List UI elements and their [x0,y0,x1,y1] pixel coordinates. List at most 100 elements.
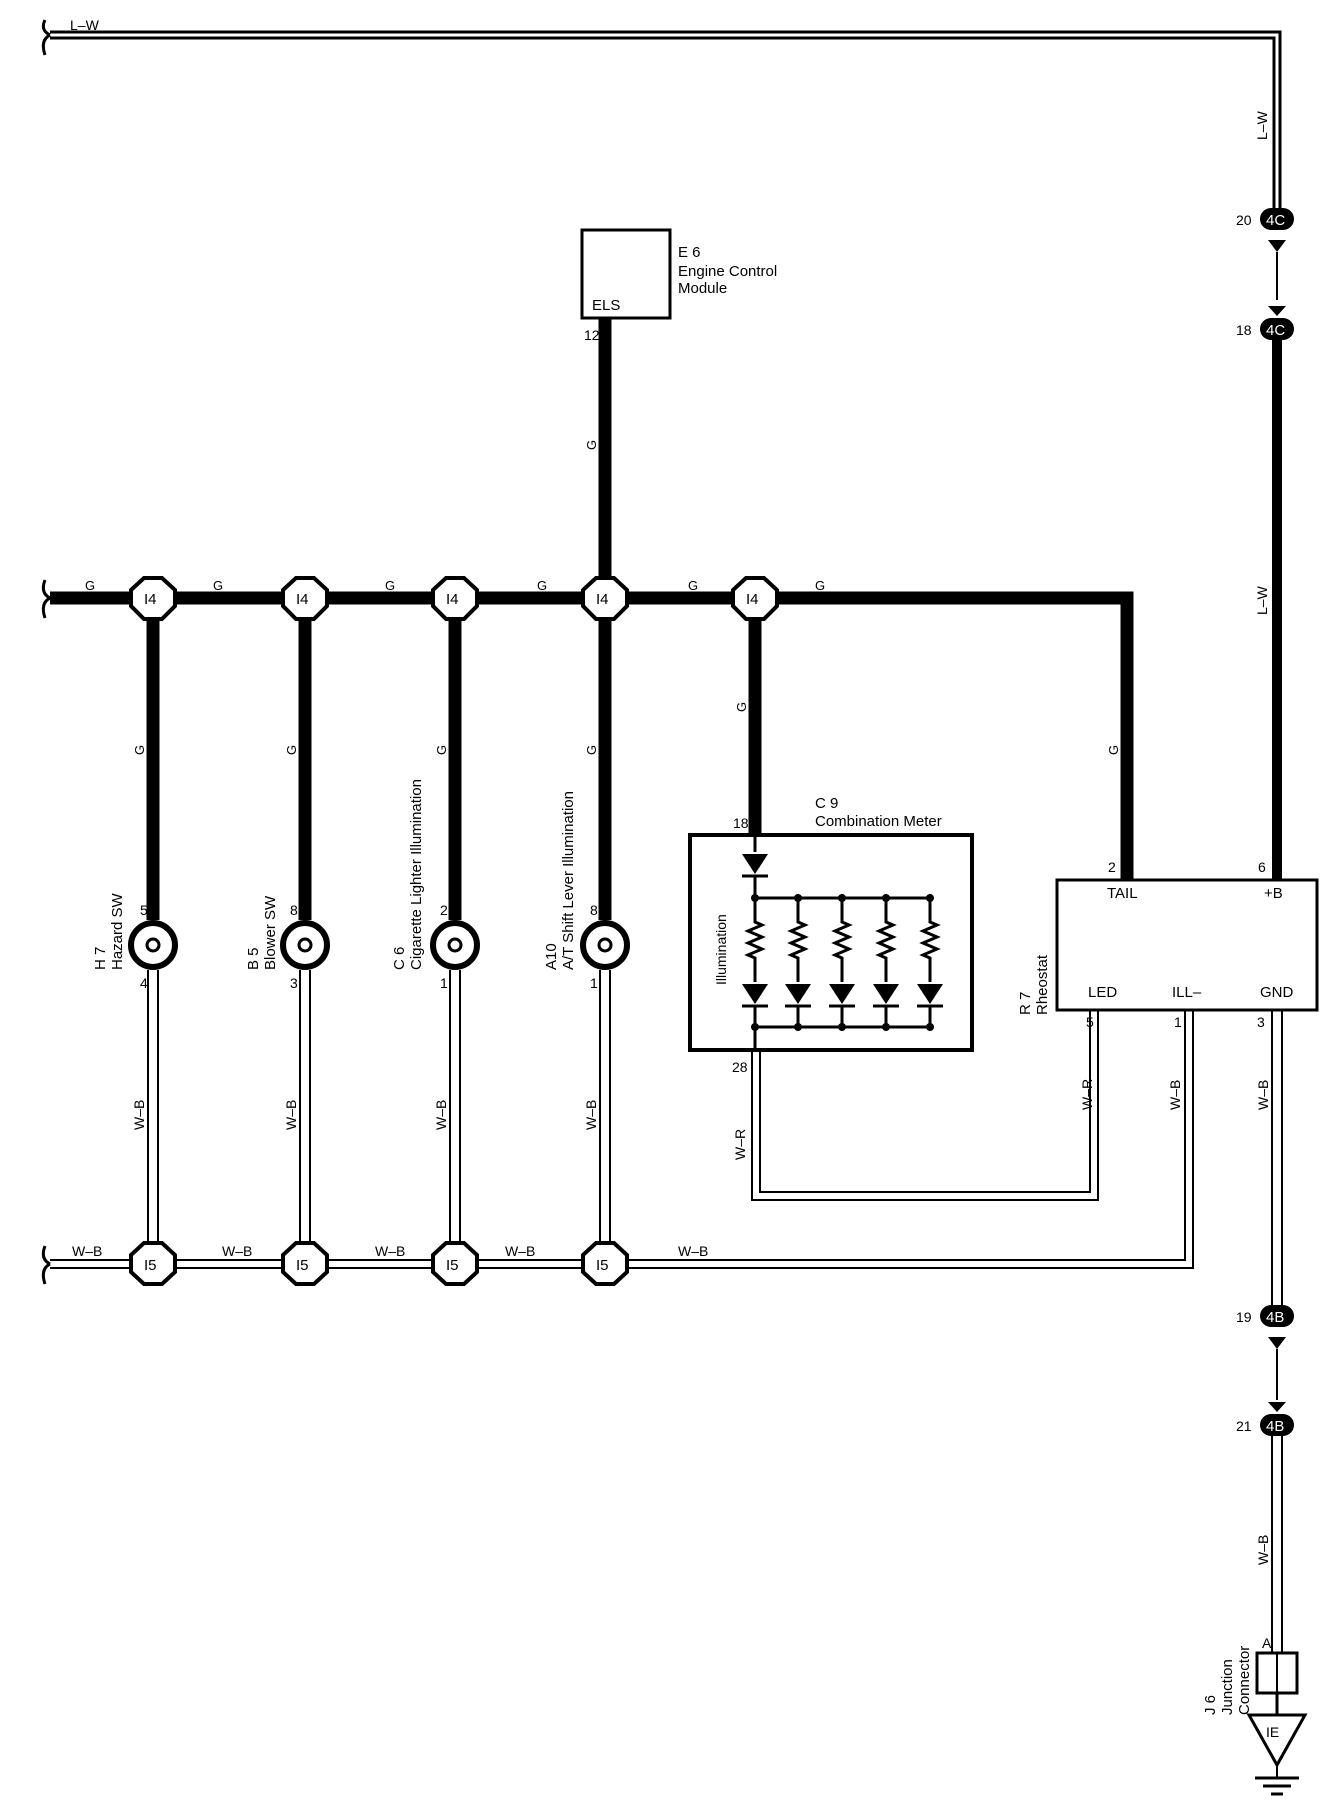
wire-top-feed [41,19,1282,215]
led-diode-symbol [917,984,943,1004]
svg-text:G: G [1106,745,1121,755]
shift-pin-top: 8 [590,902,598,918]
label-lw-vert-1: L–W [1254,110,1270,140]
svg-text:G: G [85,578,95,593]
splice-i5-3: I5 [431,1241,479,1286]
svg-text:G: G [688,578,698,593]
led-diode-symbol [873,984,899,1004]
junction-name-1: Junction [1219,1659,1236,1715]
label-lw-top: L–W [70,17,100,33]
svg-text:W–B: W–B [1255,1535,1271,1565]
rheostat-pin-tail: 2 [1108,859,1116,875]
svg-text:G: G [385,578,395,593]
ecm-module: ELS 12 E 6 Engine Control Module [580,228,777,343]
rheostat-pin-led: 5 [1086,1014,1094,1030]
connector-4b-upper: 4B 19 [1236,1305,1294,1349]
wire-ground-bus [41,1010,1194,1285]
connector-4c-upper: 4C 20 [1236,208,1294,252]
svg-text:W–B: W–B [131,1100,147,1130]
svg-text:W–B: W–B [72,1243,102,1259]
wire-led-return [751,1010,1099,1201]
connector-4b-pin-upper: 19 [1236,1309,1252,1325]
svg-text:W–B: W–B [583,1100,599,1130]
ecm-name-2: Module [678,280,727,297]
resistor-symbol [875,898,897,982]
splice-i4-2: I4 [281,576,329,621]
splice-i5-4: I5 [581,1241,629,1286]
ground-label: IE [1266,1724,1279,1740]
svg-text:W–R: W–R [732,1129,748,1160]
junction-name-2: Connector [1236,1646,1253,1715]
hazard-pin-top: 5 [140,902,148,918]
svg-text:W–B: W–B [505,1243,535,1259]
blower-switch: 8 3 B 5 Blower SW [245,895,330,991]
hazard-pin-bottom: 4 [140,975,148,991]
rheostat-pin-b: 6 [1258,859,1266,875]
connector-4b-lower: 4B 21 [1236,1402,1294,1436]
connector-4c-lower: 4C 18 [1236,306,1294,340]
svg-text:4B: 4B [1266,1418,1284,1435]
svg-text:I4: I4 [746,591,759,608]
wire-gnd-lower [1271,1430,1283,1653]
meter-branch-5 [917,894,943,1031]
svg-text:G: G [584,440,599,450]
splices-i5: I5 I5 I5 I5 [129,1241,629,1286]
svg-text:I5: I5 [596,1257,609,1274]
blower-name: Blower SW [262,895,279,970]
hazard-code: H 7 [92,947,109,970]
meter-name: Combination Meter [815,813,942,830]
svg-text:I4: I4 [596,591,609,608]
splice-i4-1: I4 [129,576,177,621]
rheostat-tail-label: TAIL [1107,885,1138,902]
wire-labels: L–W L–W L–W G G G G G G G G G G G G G W–… [70,17,1271,1565]
shift-code: A10 [543,943,560,970]
svg-text:W–B: W–B [433,1100,449,1130]
rheostat-pin-ill: 1 [1174,1014,1182,1030]
lighter-illumination: 2 1 C 6 Cigarette Lighter Illumination [391,779,480,991]
svg-text:W–B: W–B [375,1243,405,1259]
svg-text:G: G [132,745,147,755]
resistor-symbol [744,898,766,982]
rheostat-pin-gnd: 3 [1257,1014,1265,1030]
rheostat-gnd-label: GND [1260,984,1294,1001]
svg-text:4C: 4C [1266,212,1285,229]
ecm-pin-label: ELS [592,297,620,314]
hazard-switch: 5 4 H 7 Hazard SW [92,892,178,991]
meter-branch-1 [742,894,768,1031]
meter-branch-4 [873,894,899,1031]
junction-connector: A J 6 Junction Connector [1202,1635,1299,1715]
svg-text:I5: I5 [144,1257,157,1274]
svg-text:I4: I4 [446,591,459,608]
wire-ground-drops [147,970,611,1250]
junction-code: J 6 [1202,1695,1219,1715]
rheostat: TAIL +B LED ILL– GND 2 6 5 1 3 R 7 Rheos… [1017,859,1319,1030]
shift-pin-bottom: 1 [590,975,598,991]
meter-inner-label: Illumination [713,914,729,985]
lighter-name: Cigarette Lighter Illumination [408,779,425,970]
svg-text:W–R: W–R [1079,1079,1095,1110]
svg-text:G: G [815,578,825,593]
lighter-code: C 6 [391,947,408,970]
splice-i4-3: I4 [431,576,479,621]
svg-text:G: G [434,745,449,755]
meter-code: C 9 [815,795,838,812]
splice-i4-4: I4 [581,576,629,621]
rheostat-code: R 7 [1017,992,1034,1015]
svg-text:G: G [584,745,599,755]
svg-text:I4: I4 [144,591,157,608]
meter-pin-top: 18 [733,815,749,831]
lighter-pin-top: 2 [440,902,448,918]
svg-text:4C: 4C [1266,322,1285,339]
splice-i5-1: I5 [129,1241,177,1286]
svg-text:G: G [284,745,299,755]
resistor-symbol [787,898,809,982]
svg-text:G: G [734,702,749,712]
wire-gnd-upper [1271,1010,1283,1305]
svg-text:W–B: W–B [1167,1080,1183,1110]
ground-symbol: IE [1246,1713,1308,1796]
rheostat-led-label: LED [1088,984,1117,1001]
wire-illum-bus [41,579,1134,880]
rheostat-b-label: +B [1264,885,1283,902]
connector-4b-pin-lower: 21 [1236,1418,1252,1434]
